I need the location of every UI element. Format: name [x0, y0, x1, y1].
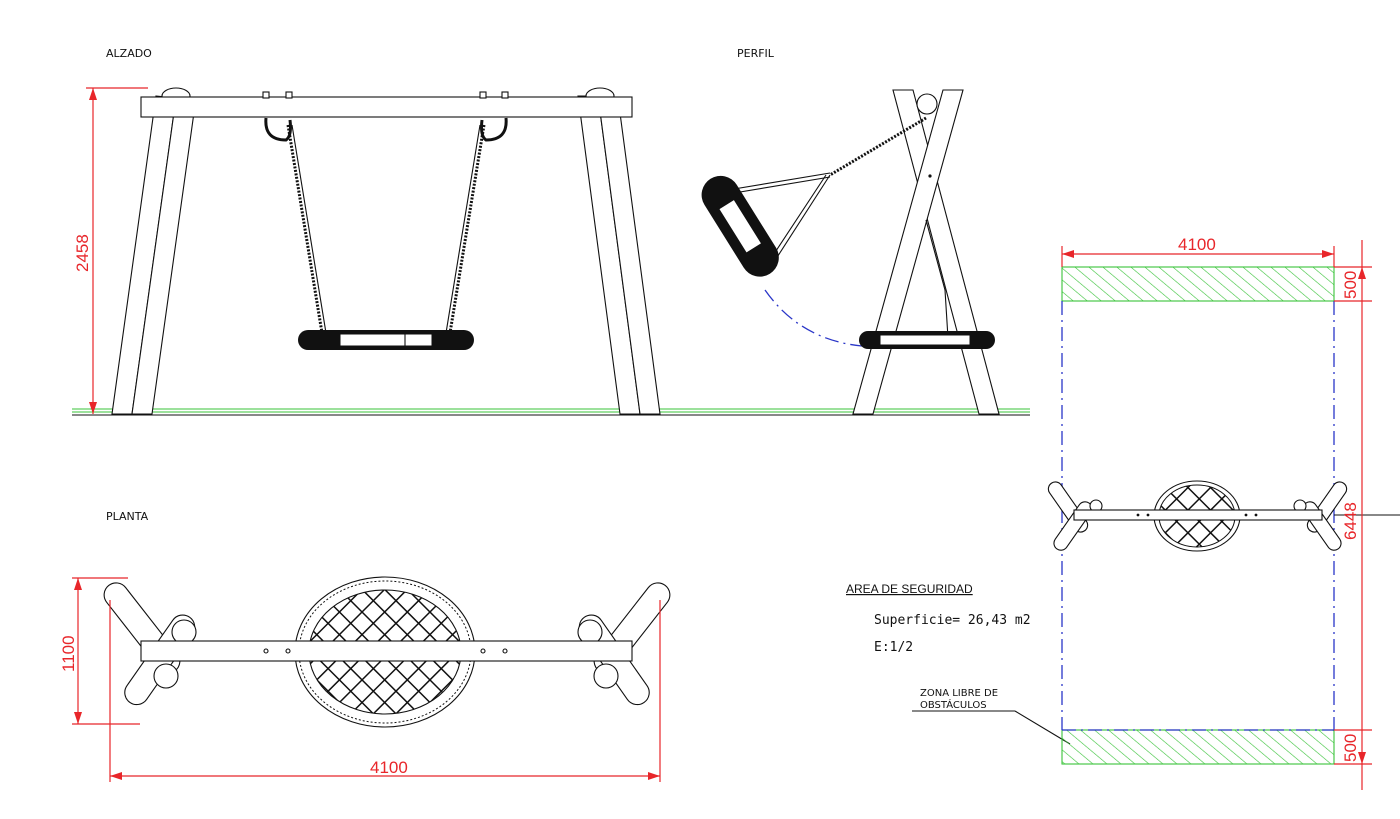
- plan-view: PLANTA: [59, 510, 671, 782]
- safety-length-value: 6448: [1341, 502, 1360, 540]
- profile-chain: [829, 116, 927, 177]
- safety-margin-dimensions: 500 500 6448: [1334, 240, 1372, 790]
- elevation-ground: [72, 408, 1030, 416]
- safety-area-title: AREA DE SEGURIDAD: [846, 582, 973, 596]
- safety-width-value: 4100: [1178, 235, 1216, 254]
- safety-area-surface: Superficie= 26,43 m2: [874, 613, 1031, 628]
- profile-legs: [852, 89, 1000, 415]
- zone-note-line2: OBSTÁCULOS: [920, 698, 987, 711]
- plan-top-beam: [140, 640, 633, 662]
- plan-width-dimension: 4100: [109, 600, 661, 782]
- plan-depth-dimension: 1100: [59, 577, 140, 725]
- profile-swing-arc: [764, 289, 863, 347]
- elevation-top-beam: [140, 96, 633, 118]
- safety-width-dimension: 4100: [1061, 235, 1335, 267]
- zone-note-leader: [1014, 710, 1071, 745]
- elevation-left-hanger: [262, 91, 327, 334]
- safety-area-notes: AREA DE SEGURIDAD Superficie= 26,43 m2 E…: [846, 582, 1071, 745]
- safety-margin-bottom-value: 500: [1341, 734, 1360, 762]
- safety-hatch-top: [1061, 266, 1335, 302]
- elevation-height-dimension: 2458: [73, 87, 148, 414]
- elevation-label: ALZADO: [106, 47, 152, 60]
- elevation-nest-seat: [298, 330, 474, 350]
- safety-margin-top-value: 500: [1341, 271, 1360, 299]
- profile-seat-frame: [727, 172, 831, 263]
- elevation-height-value: 2458: [73, 234, 92, 272]
- plan-beam-bolts: [263, 648, 508, 654]
- plan-label: PLANTA: [106, 510, 149, 523]
- profile-view: PERFIL: [701, 47, 1000, 415]
- elevation-view: ALZADO: [72, 47, 1030, 416]
- elevation-right-hanger: [445, 91, 509, 334]
- safety-hatch-bottom: [1061, 729, 1335, 765]
- elevation-right-legs: [577, 87, 661, 415]
- safety-area-view: 4100 500 500 6448: [1047, 235, 1400, 790]
- profile-swung-seat: [701, 175, 779, 277]
- plan-depth-value: 1100: [59, 635, 78, 672]
- zone-note-line1: ZONA LIBRE DE: [920, 688, 998, 699]
- safety-swing-plan: [1047, 480, 1400, 552]
- profile-inner-support: [925, 219, 949, 339]
- elevation-left-legs: [111, 87, 197, 415]
- plan-width-value: 4100: [370, 758, 408, 777]
- safety-area-scale: E:1/2: [874, 640, 913, 655]
- profile-rest-seat: [859, 331, 995, 349]
- profile-label: PERFIL: [737, 47, 775, 60]
